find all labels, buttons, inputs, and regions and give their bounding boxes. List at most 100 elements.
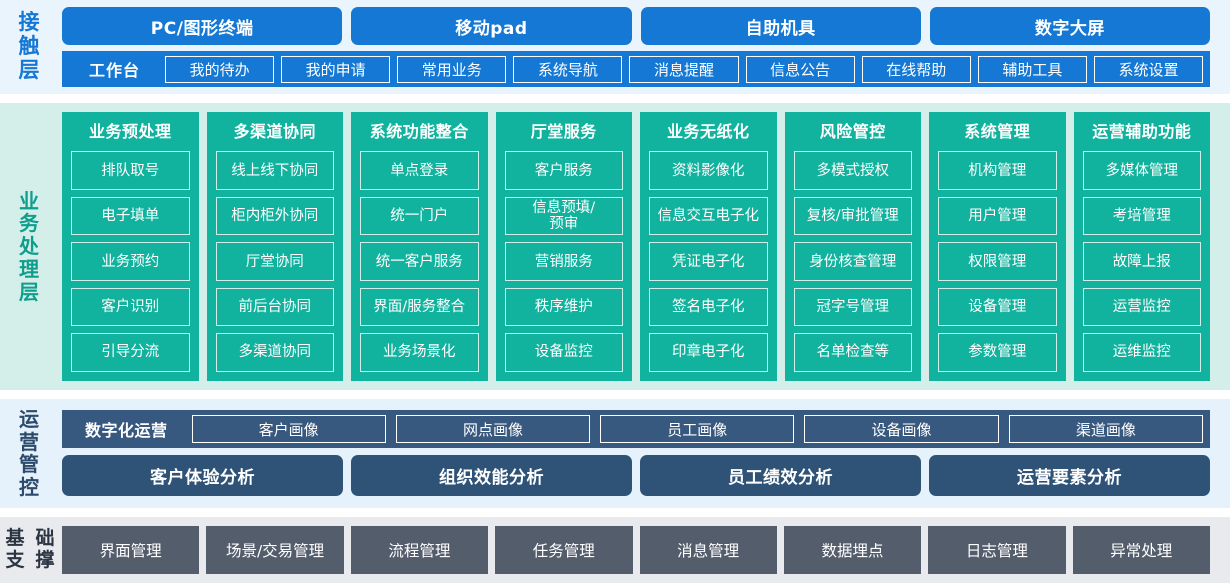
analysis-item[interactable]: 组织效能分析 [351,455,632,497]
business-item[interactable]: 厅堂协同 [215,242,334,281]
portrait-item[interactable]: 员工画像 [600,415,795,444]
business-column: 厅堂服务客户服务信息预填/ 预审营销服务秩序维护设备监控 [495,112,632,381]
business-item[interactable]: 营销服务 [504,242,623,281]
base-item[interactable]: 异常处理 [1072,526,1210,574]
channel-box[interactable]: PC/图形终端 [62,7,343,46]
base-item[interactable]: 场景/交易管理 [206,526,344,574]
portrait-item[interactable]: 网点画像 [395,415,591,444]
digital-operations-title: 数字化运营 [85,421,168,441]
business-item[interactable]: 业务场景化 [360,333,479,372]
base-label-char: 支 [5,549,25,572]
business-item[interactable]: 印章电子化 [649,333,768,372]
business-item[interactable]: 多模式授权 [793,151,912,190]
base-item[interactable]: 任务管理 [495,526,633,574]
layer-operations-label: 运营管控 [0,399,58,508]
analysis-item[interactable]: 运营要素分析 [929,455,1210,497]
business-item[interactable]: 统一客户服务 [360,242,479,281]
business-item[interactable]: 考培管理 [1082,196,1201,236]
business-column: 运营辅助功能多媒体管理考培管理故障上报运营监控运维监控 [1073,112,1210,381]
operations-label-char: 控 [19,475,39,500]
business-item[interactable]: 运维监控 [1082,333,1201,372]
business-item[interactable]: 凭证电子化 [649,242,768,281]
base-item[interactable]: 数据埋点 [783,526,922,574]
business-item[interactable]: 前后台协同 [215,287,334,327]
base-item[interactable]: 日志管理 [928,526,1066,574]
business-item[interactable]: 客户服务 [504,151,623,190]
business-item[interactable]: 秩序维护 [504,287,623,327]
business-item[interactable]: 故障上报 [1082,242,1201,281]
business-item[interactable]: 运营监控 [1082,287,1201,327]
operations-label-char: 营 [19,429,39,454]
business-column: 系统管理机构管理用户管理权限管理设备管理参数管理 [929,112,1066,381]
channel-box[interactable]: 移动pad [351,7,632,46]
portrait-item[interactable]: 渠道画像 [1008,415,1203,444]
layer-base-body: 界面管理场景/交易管理流程管理任务管理消息管理数据埋点日志管理异常处理 [60,517,1230,583]
workbench-item[interactable]: 常用业务 [397,55,507,83]
base-label-char: 撑 [35,549,55,572]
business-item[interactable]: 机构管理 [938,151,1057,190]
business-item[interactable]: 参数管理 [938,333,1057,372]
business-item[interactable]: 权限管理 [938,242,1057,281]
workbench-item[interactable]: 我的待办 [165,55,275,83]
portrait-item[interactable]: 客户画像 [191,415,386,444]
business-column: 业务无纸化资料影像化信息交互电子化凭证电子化签名电子化印章电子化 [640,112,777,381]
business-item[interactable]: 单点登录 [360,151,479,190]
business-item[interactable]: 排队取号 [71,151,190,190]
business-item[interactable]: 统一门户 [360,196,479,236]
business-item[interactable]: 业务预约 [71,242,190,281]
business-item[interactable]: 名单检查等 [793,333,912,372]
business-item[interactable]: 复核/审批管理 [793,196,912,236]
workbench-row: 工作台 我的待办我的申请常用业务系统导航消息提醒信息公告在线帮助辅助工具系统设置 [62,51,1210,88]
business-item[interactable]: 线上线下协同 [215,151,334,190]
business-item[interactable]: 设备管理 [938,287,1057,327]
business-label-char: 理 [19,257,39,282]
portrait-item[interactable]: 设备画像 [804,415,999,444]
layer-operations: 运营管控 数字化运营 客户画像网点画像员工画像设备画像渠道画像 客户体验分析组织… [0,398,1230,509]
layer-business-label: 业务处理层 [0,103,58,389]
layer-divider-2 [0,389,1230,399]
business-item[interactable]: 信息交互电子化 [649,196,768,236]
business-item[interactable]: 引导分流 [71,333,190,372]
business-item[interactable]: 冠字号管理 [793,287,912,327]
business-label-char: 处 [19,234,39,259]
workbench-item[interactable]: 辅助工具 [977,55,1087,83]
workbench-items: 我的待办我的申请常用业务系统导航消息提醒信息公告在线帮助辅助工具系统设置 [165,55,1203,83]
business-item[interactable]: 多媒体管理 [1082,151,1201,190]
business-item[interactable]: 身份核查管理 [793,242,912,281]
business-column-title: 业务预处理 [88,122,172,142]
business-item[interactable]: 签名电子化 [649,287,768,327]
layer-base-label: 基础支撑 [0,517,60,583]
workbench-item[interactable]: 系统设置 [1093,55,1203,83]
channel-box[interactable]: 自助机具 [640,7,921,46]
business-label-char: 务 [19,211,39,236]
business-item[interactable]: 信息预填/ 预审 [504,196,623,236]
analysis-item[interactable]: 客户体验分析 [62,455,343,497]
layer-divider-1 [0,94,1230,104]
business-item[interactable]: 设备监控 [504,333,623,372]
business-item[interactable]: 多渠道协同 [215,333,334,372]
layer-divider-3 [0,508,1230,518]
workbench-item[interactable]: 在线帮助 [861,55,971,83]
base-label-char: 基 [5,527,25,550]
business-item[interactable]: 界面/服务整合 [360,287,479,327]
workbench-item[interactable]: 消息提醒 [629,55,739,83]
business-item[interactable]: 柜内柜外协同 [215,196,334,236]
business-column-title: 运营辅助功能 [1092,122,1192,142]
operations-label-char: 管 [19,452,39,477]
workbench-item[interactable]: 我的申请 [281,55,391,83]
portrait-items: 客户画像网点画像员工画像设备画像渠道画像 [191,415,1203,444]
business-item[interactable]: 电子填单 [71,196,190,236]
business-item[interactable]: 用户管理 [938,196,1057,236]
base-item[interactable]: 消息管理 [639,526,777,574]
layer-contact-label: 接触层 [0,0,58,94]
base-item[interactable]: 界面管理 [62,526,200,574]
base-item[interactable]: 流程管理 [350,526,489,574]
analysis-item[interactable]: 员工绩效分析 [640,455,921,497]
workbench-item[interactable]: 信息公告 [745,55,855,83]
workbench-item[interactable]: 系统导航 [513,55,623,83]
business-item[interactable]: 客户识别 [71,287,190,327]
channel-box[interactable]: 数字大屏 [929,7,1210,46]
business-item[interactable]: 资料影像化 [649,151,768,190]
layer-base: 基础支撑 界面管理场景/交易管理流程管理任务管理消息管理数据埋点日志管理异常处理 [0,517,1230,583]
